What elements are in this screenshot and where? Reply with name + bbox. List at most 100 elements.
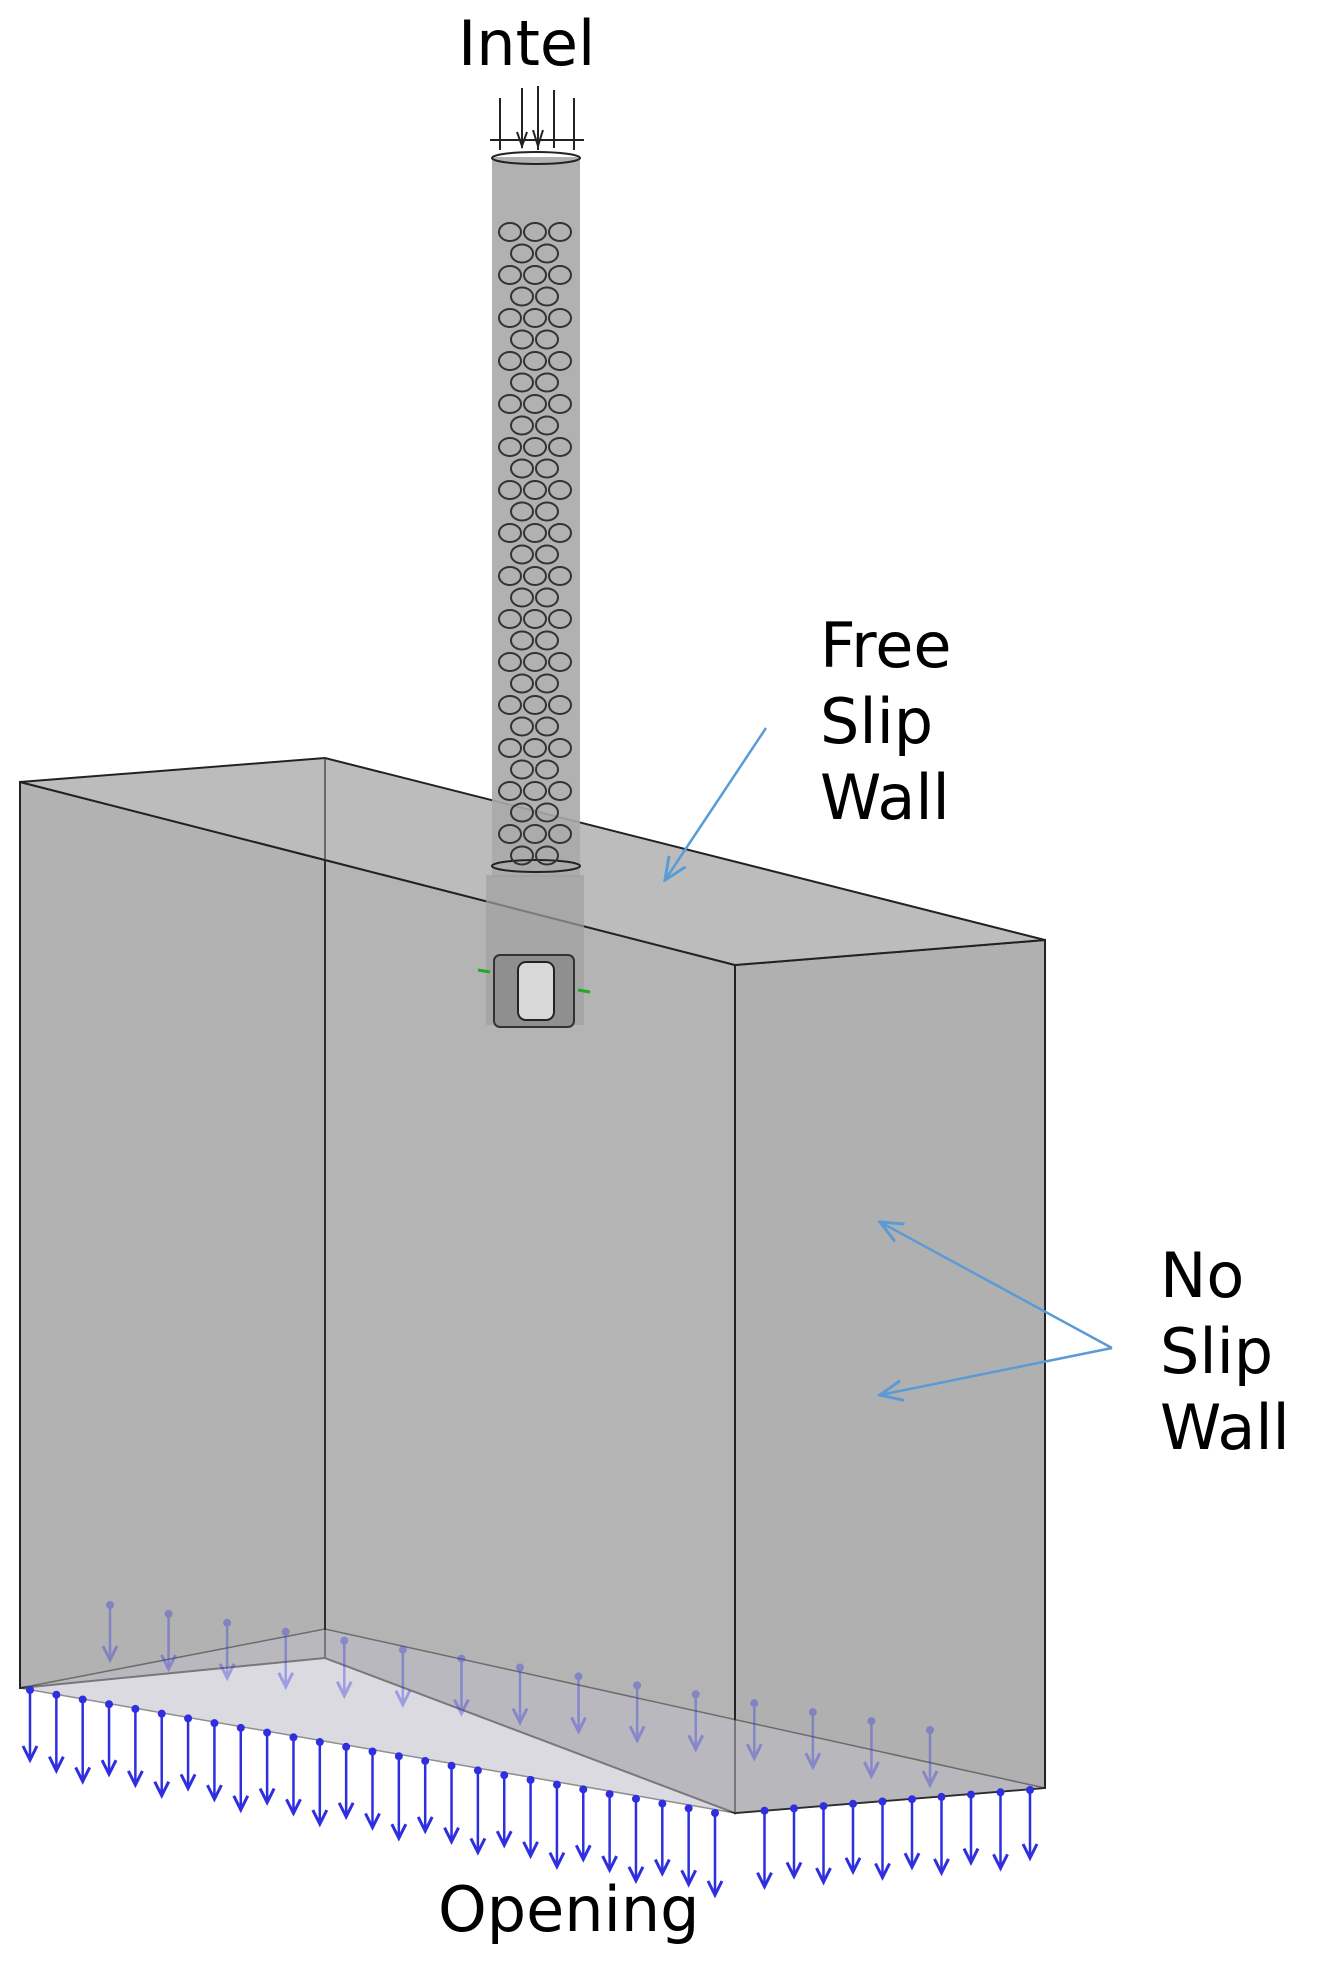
coil-ring xyxy=(548,480,572,500)
free-slip-arrow xyxy=(665,727,768,880)
coil-ring xyxy=(510,802,534,823)
coil-ring xyxy=(535,587,559,608)
opening-arrow xyxy=(1021,1786,1039,1862)
no-slip-label-line-3: Wall xyxy=(1160,1391,1290,1464)
free-slip-label-line-2: Slip xyxy=(820,685,934,758)
opening-arrow xyxy=(21,1686,39,1764)
opening-arrow xyxy=(153,1709,171,1800)
inlet-label: Intel xyxy=(458,7,596,80)
coil-ring xyxy=(498,523,522,543)
opening-arrow xyxy=(522,1775,539,1860)
coil-ring xyxy=(498,738,522,758)
annotation-arrows xyxy=(665,727,1113,1395)
coil-ring xyxy=(498,609,522,629)
opening-arrow xyxy=(179,1714,197,1792)
coil-ring xyxy=(548,781,572,801)
opening-arrow xyxy=(453,1654,470,1717)
coil-ring xyxy=(535,845,559,866)
coil-ring xyxy=(510,759,534,780)
opening-arrow xyxy=(874,1797,891,1881)
opening-arrow xyxy=(653,1799,671,1877)
opening-arrow xyxy=(933,1792,950,1877)
opening-arrow xyxy=(101,1601,119,1664)
opening-arrow xyxy=(443,1761,460,1846)
coil-ring xyxy=(498,308,522,328)
coil-ring xyxy=(498,437,522,457)
coil-ring xyxy=(548,265,572,285)
opening-arrow xyxy=(785,1804,803,1880)
coil-ring xyxy=(535,673,559,694)
coil-ring xyxy=(548,695,572,715)
coil-ring xyxy=(548,652,572,672)
pipe-top-rim xyxy=(491,151,581,165)
coil-ring xyxy=(510,845,534,866)
free-slip-label-line-3: Wall xyxy=(820,761,950,834)
no-slip-arrow-lower xyxy=(880,1346,1113,1395)
coil-ring xyxy=(510,458,534,479)
opening-arrow xyxy=(511,1663,529,1726)
opening-arrow xyxy=(863,1717,880,1780)
coil-ring xyxy=(548,394,572,414)
coil-ring xyxy=(523,695,547,715)
opening-arrow xyxy=(921,1726,939,1789)
opening-arrow xyxy=(311,1738,329,1828)
coil-ring xyxy=(523,738,547,758)
coil-ring xyxy=(535,802,559,823)
opening-arrow xyxy=(687,1690,705,1753)
pipe-mid-rim xyxy=(491,859,581,873)
coil-ring xyxy=(510,544,534,565)
coil-ring xyxy=(510,372,534,393)
coil-ring xyxy=(510,501,534,522)
nozzle-inner xyxy=(517,961,555,1021)
opening-arrow xyxy=(706,1809,724,1899)
coil-ring xyxy=(498,566,522,586)
coil-ring xyxy=(548,566,572,586)
opening-arrow xyxy=(394,1645,412,1708)
coil-ring xyxy=(535,329,559,350)
coil-ring xyxy=(523,351,547,371)
coil-ring xyxy=(523,781,547,801)
coil-ring xyxy=(510,415,534,436)
opening-arrow xyxy=(74,1695,92,1785)
opening-arrow xyxy=(285,1733,302,1817)
opening-arrows xyxy=(21,1601,1039,1899)
opening-arrow xyxy=(335,1636,353,1700)
opening-arrow xyxy=(601,1790,618,1874)
opening-arrow xyxy=(680,1804,697,1888)
opening-arrow xyxy=(206,1719,223,1803)
opening-arrow xyxy=(962,1790,980,1866)
opening-arrow xyxy=(804,1708,822,1771)
opening-arrow xyxy=(570,1672,587,1735)
coil-ring xyxy=(535,630,559,651)
opening-arrow xyxy=(258,1728,276,1806)
box-bottom-face xyxy=(19,1628,1046,1814)
opening-arrow xyxy=(160,1609,177,1673)
coil-ring xyxy=(548,824,572,844)
inlet-arrows xyxy=(490,86,584,150)
coil-ring xyxy=(548,308,572,328)
opening-arrow xyxy=(277,1627,295,1691)
coil-ring xyxy=(510,716,534,737)
coil-ring xyxy=(498,824,522,844)
coil-ring xyxy=(535,286,559,307)
inlet-pipe xyxy=(477,86,591,1028)
coil-ring xyxy=(523,480,547,500)
coil-ring xyxy=(510,673,534,694)
coil-ring xyxy=(498,781,522,801)
coil-ring xyxy=(535,759,559,780)
coil-ring xyxy=(523,652,547,672)
box-right-face xyxy=(734,938,1046,1815)
opening-arrow xyxy=(756,1806,773,1891)
coil-ring xyxy=(548,609,572,629)
coil-ring xyxy=(510,630,534,651)
coil-ring xyxy=(498,222,522,242)
opening-arrow xyxy=(548,1780,566,1870)
coil-ring xyxy=(535,372,559,393)
opening-arrow xyxy=(232,1723,250,1814)
coil-ring xyxy=(510,243,534,264)
no-slip-arrow-upper xyxy=(880,1222,1113,1350)
coil-ring xyxy=(510,329,534,350)
opening-arrow xyxy=(745,1699,763,1762)
